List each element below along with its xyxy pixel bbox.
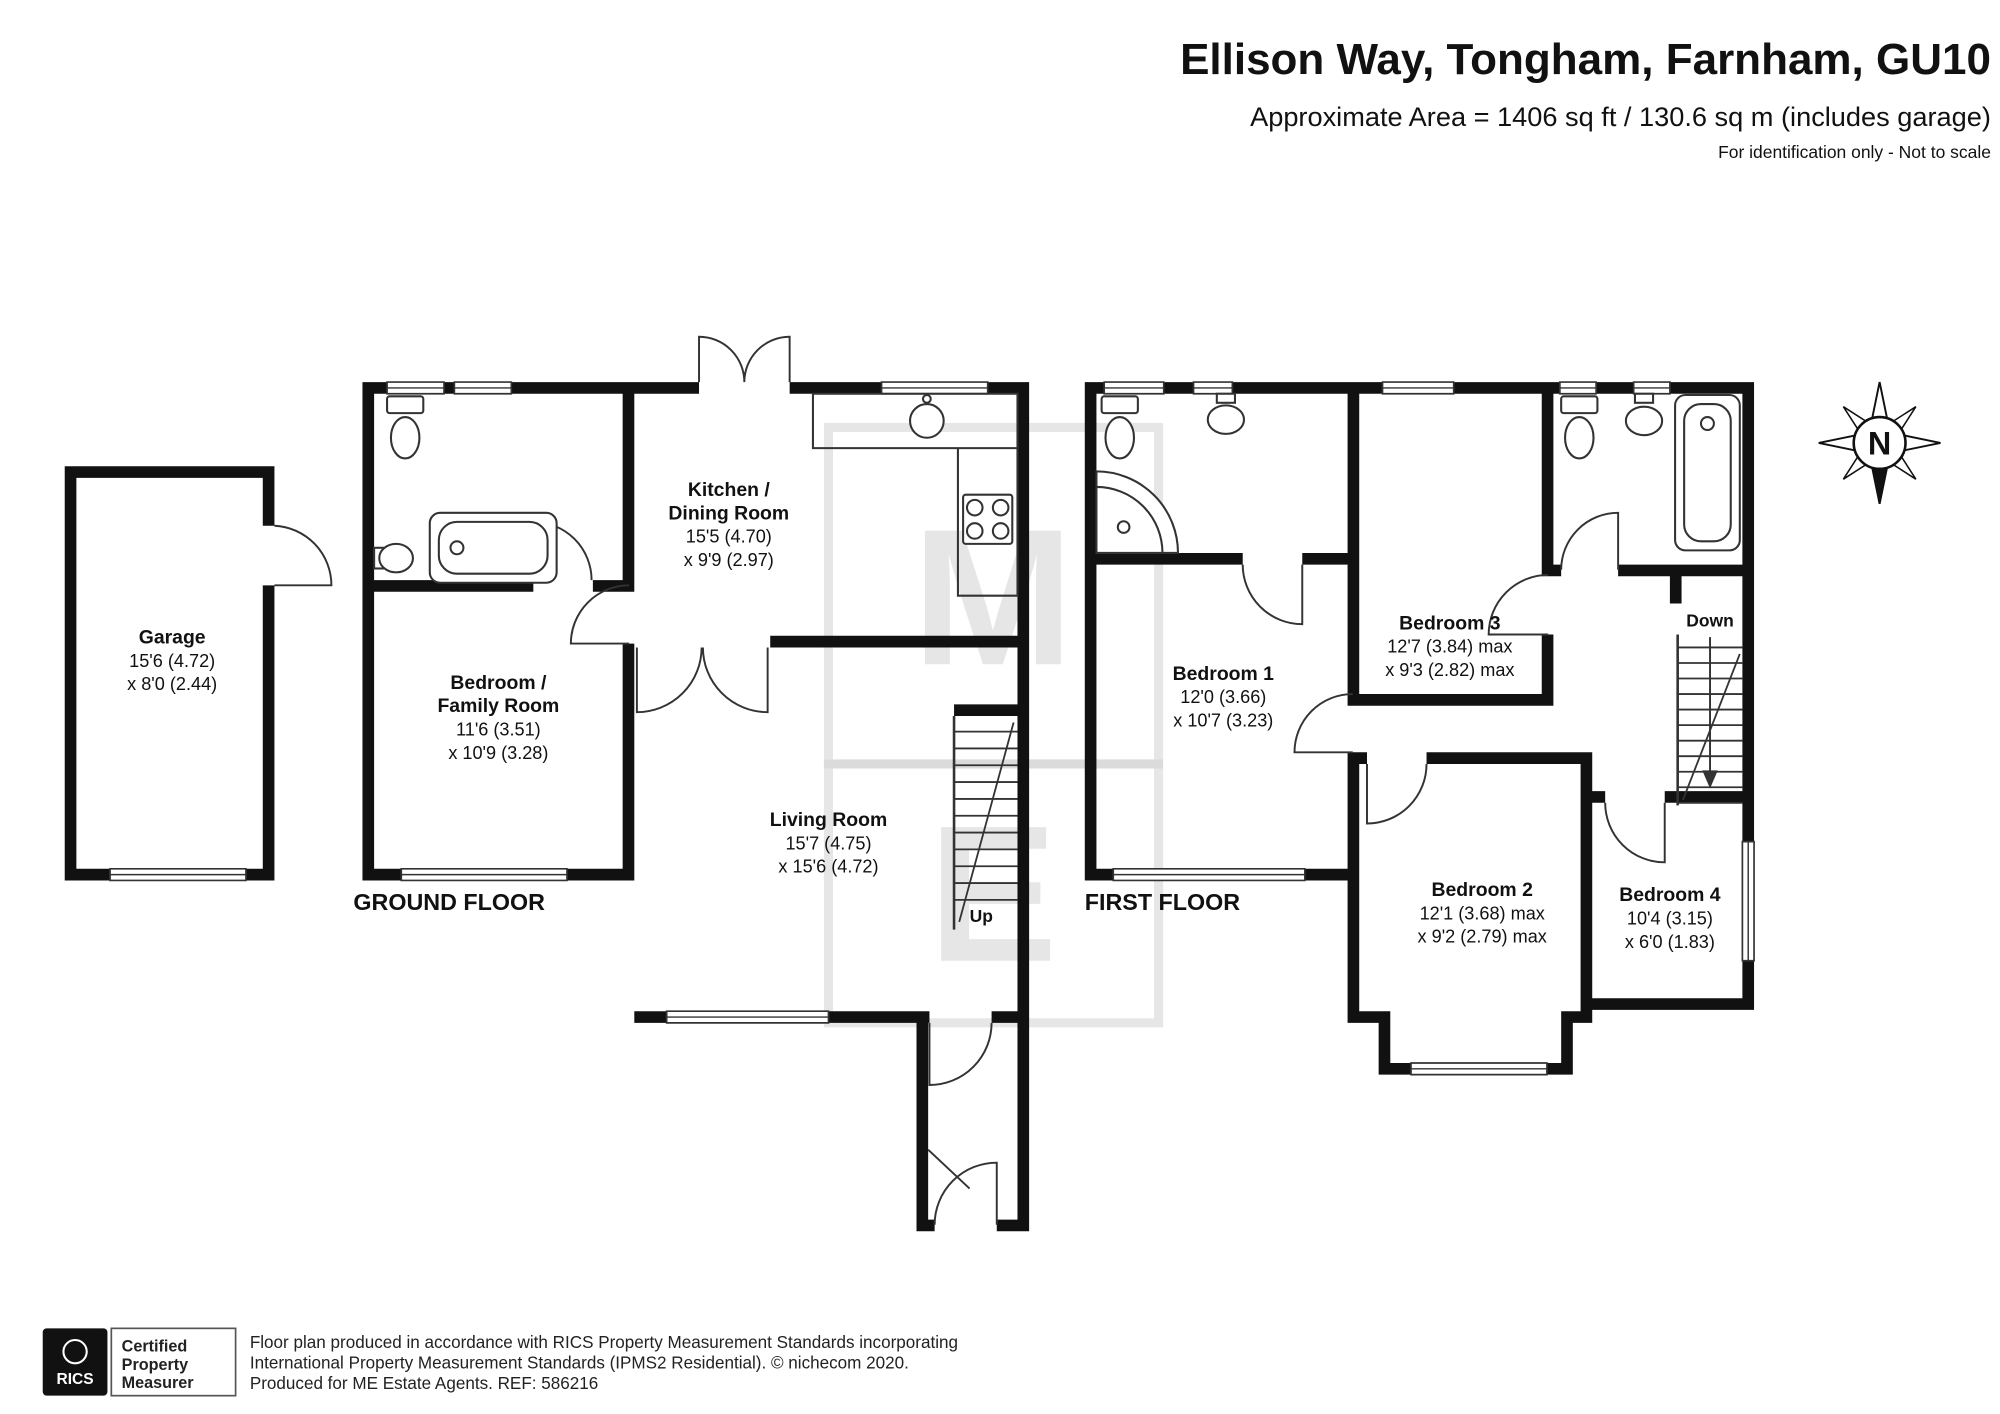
stairs-up: Up: [952, 716, 1018, 930]
kitchen-sink-tap: [921, 393, 932, 404]
first-floor-walls: [1084, 382, 1755, 1075]
bedroom1-dim1: 12'0 (3.66): [1180, 687, 1266, 707]
bedroom1-dim2: x 10'7 (3.23): [1173, 710, 1273, 730]
living-room-label: Living Room: [770, 809, 888, 831]
area-subtitle: Approximate Area = 1406 sq ft / 130.6 sq…: [1250, 101, 1991, 132]
ground-floor-window-lines: [387, 387, 988, 1018]
garage-side-door-arc: [274, 524, 333, 587]
footer-text-3: Produced for ME Estate Agents. REF: 5862…: [250, 1374, 598, 1393]
garage: Garage 15'6 (4.72) x 8'0 (2.44): [64, 466, 333, 882]
toilet-bowl: [1564, 415, 1595, 460]
toilet-bowl: [1104, 415, 1136, 460]
shower-enclosure: [1095, 470, 1180, 554]
bedroom4-dim2: x 6'0 (1.83): [1625, 932, 1715, 952]
badge-line-3: Measurer: [122, 1374, 195, 1392]
bedroom2-dim2: x 9'2 (2.79) max: [1418, 927, 1547, 947]
toilet-cistern: [1100, 395, 1139, 415]
bathtub-drain: [449, 540, 465, 556]
washbasin: [378, 542, 414, 574]
first-floor-window-lines: [1104, 387, 1749, 1070]
rics-crest-icon: [62, 1338, 88, 1365]
toilet-bowl: [389, 415, 421, 460]
first-floor-label: FIRST FLOOR: [1085, 889, 1240, 915]
kitchen-sink: [908, 403, 945, 439]
stairs-down-arrowhead: [1702, 770, 1718, 789]
bedroom3-dim1: 12'7 (3.84) max: [1387, 637, 1512, 657]
bathtub-inner: [437, 520, 549, 575]
footer-text-2: International Property Measurement Stand…: [250, 1353, 909, 1372]
garage-dim1: 15'6 (4.72): [129, 651, 215, 671]
stairs-down-label: Down: [1686, 611, 1734, 631]
washbasin: [1206, 404, 1246, 435]
bedroom3-dim2: x 9'3 (2.82) max: [1385, 660, 1514, 680]
disclaimer-note: For identification only - Not to scale: [1718, 142, 1991, 162]
ground-bathroom: [373, 395, 558, 584]
first-floor-door-arcs: [1241, 511, 1666, 864]
bedroom2-dim1: 12'1 (3.68) max: [1420, 903, 1545, 923]
footer: RICS Certified Property Measurer Floor p…: [42, 1327, 958, 1397]
stairs-up-treads: [954, 730, 1018, 901]
stairs-down: Down: [1676, 611, 1743, 806]
hob-burner: [991, 522, 1010, 540]
bathtub-drain: [1699, 415, 1715, 432]
certified-badge: [110, 1327, 237, 1397]
washbasin: [1624, 405, 1664, 437]
kitchen-label-2: Dining Room: [668, 502, 789, 524]
toilet-cistern: [1560, 395, 1599, 415]
header: Ellison Way, Tongham, Farnham, GU10 Appr…: [1180, 35, 1991, 162]
bedroom3-label: Bedroom 3: [1399, 612, 1501, 634]
bedroom-family-dim1: 11'6 (3.51): [456, 719, 541, 739]
hob-burner: [965, 522, 984, 540]
hob-burner: [965, 498, 984, 517]
kitchen-label-1: Kitchen /: [688, 479, 771, 501]
washbasin-tap: [1215, 392, 1236, 404]
stairs-up-stringer: [958, 722, 1015, 923]
kitchen-counter: [811, 392, 1019, 597]
ground-floor-door-arcs: [532, 335, 998, 1225]
stairs-up-label: Up: [970, 906, 993, 926]
bedroom4-label: Bedroom 4: [1619, 884, 1721, 906]
garage-dim2: x 8'0 (2.44): [127, 674, 217, 694]
compass-rose: N: [1818, 381, 1941, 504]
hob-burner: [991, 498, 1010, 517]
stairs-down-stringer: [1682, 653, 1741, 801]
compass-circle: [1852, 415, 1907, 471]
living-room-dim2: x 15'6 (4.72): [778, 857, 878, 877]
badge-line-2: Property: [122, 1356, 189, 1374]
bedroom2-label: Bedroom 2: [1432, 879, 1534, 901]
toilet-cistern: [386, 395, 425, 415]
ground-floor-label: GROUND FLOOR: [353, 889, 545, 915]
footer-text-1: Floor plan produced in accordance with R…: [250, 1333, 958, 1352]
bedroom4-dim1: 10'4 (3.15): [1627, 908, 1713, 928]
bathtub-inner: [1683, 403, 1732, 543]
rics-logo-text: RICS: [57, 1371, 94, 1388]
kitchen-dim2: x 9'9 (2.97): [684, 550, 774, 570]
page-title: Ellison Way, Tongham, Farnham, GU10: [1180, 35, 1991, 84]
ensuite-fixtures: [1095, 392, 1246, 554]
first-floor: Down Bedroom 1 12'0 (3.66) x 10'7 (3.23)…: [1084, 381, 1755, 1076]
bedroom-family-label-1: Bedroom /: [450, 672, 547, 694]
living-room-dim1: 15'7 (4.75): [785, 833, 871, 853]
bedroom1-label: Bedroom 1: [1173, 663, 1275, 685]
ground-floor-walls: [362, 382, 1030, 1232]
badge-line-1: Certified: [122, 1338, 188, 1356]
watermark: M E: [823, 422, 1164, 1028]
bedroom-family-dim2: x 10'9 (3.28): [448, 743, 548, 763]
rics-logo: [42, 1328, 108, 1396]
first-bathroom-fixtures: [1560, 392, 1741, 552]
bedroom-family-label-2: Family Room: [437, 695, 559, 717]
shower-inner-curve: [1096, 485, 1164, 553]
shower-drain: [1116, 520, 1131, 534]
garage-label: Garage: [139, 627, 206, 649]
kitchen-fixtures: [811, 392, 1019, 597]
watermark-letter-e: E: [928, 786, 1058, 1003]
north-label: N: [1868, 426, 1891, 462]
ground-floor: Up Kitchen / Dining Room 15'5 (4.70) x 9…: [353, 335, 1030, 1232]
kitchen-dim1: 15'5 (4.70): [686, 527, 772, 547]
washbasin-tap: [1633, 392, 1655, 404]
